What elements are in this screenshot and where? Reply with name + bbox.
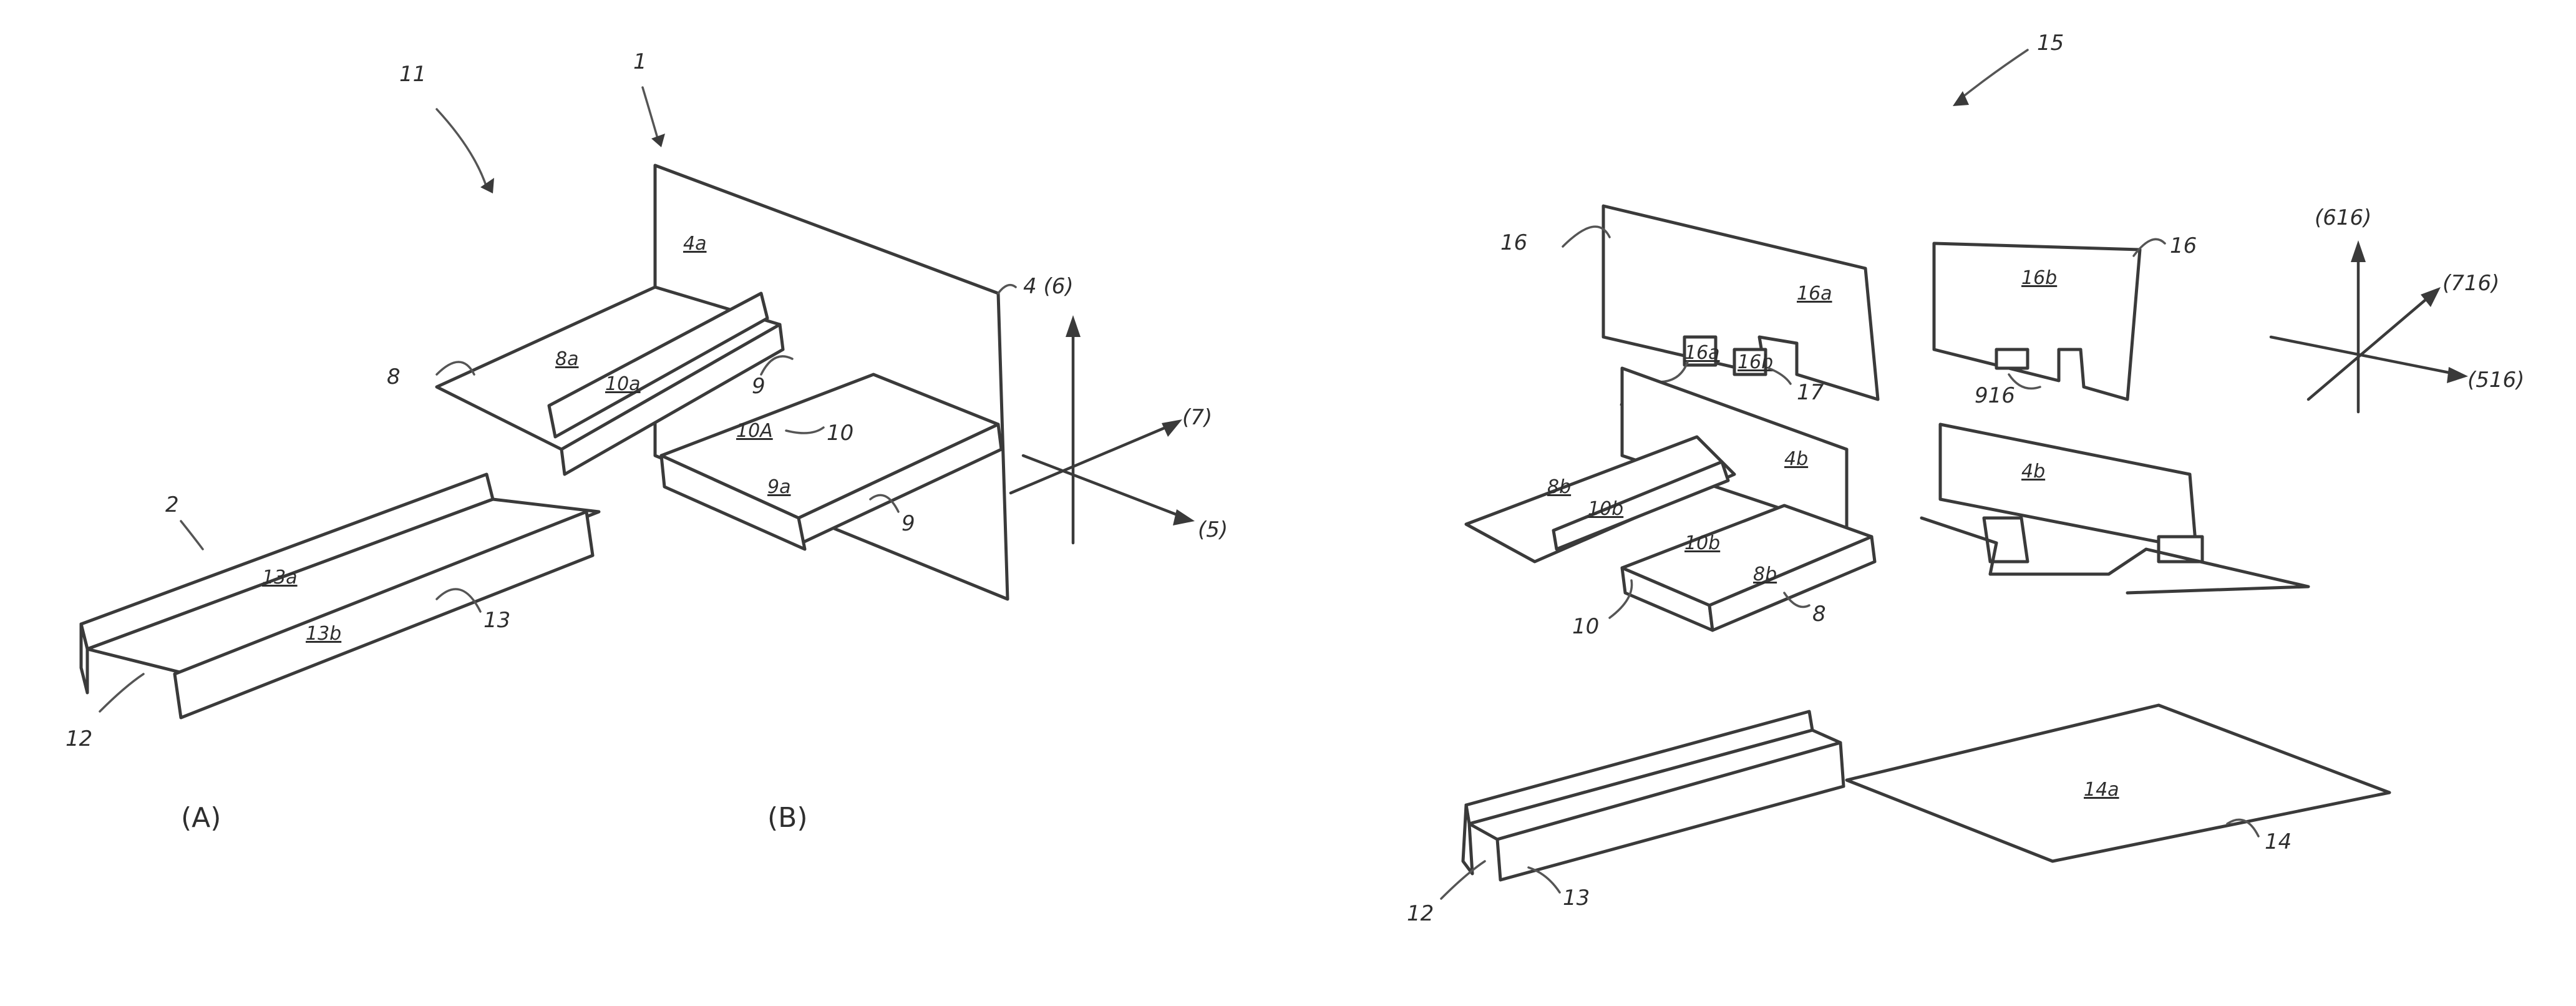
face-9a-label: 9a	[767, 476, 790, 498]
axis-right-line-right	[2271, 337, 2458, 374]
ref-12-leader	[100, 674, 143, 711]
ref-15-label: 15	[2037, 31, 2064, 56]
ref-10-right-label: 10	[1572, 614, 1599, 639]
ref-1-label: 1	[633, 49, 647, 74]
axis-diag-line-right	[2308, 293, 2433, 399]
face-8b-label: 8b	[1547, 476, 1571, 498]
caption-a: (A)	[181, 802, 221, 834]
ref-12-right-label: 12	[1407, 901, 1434, 926]
ref-17-leader	[1769, 368, 1791, 384]
axis-diag-label-right: (716)	[2442, 271, 2499, 296]
face-10a-top-label: 10a	[605, 373, 641, 395]
face-8a-label: 8a	[555, 348, 578, 370]
axis-diag-arrowhead	[1162, 419, 1182, 437]
tab-b-label: 16b	[1738, 351, 1773, 373]
ref-8-right-label: 8	[1812, 602, 1826, 627]
ref-12-right-leader	[1441, 861, 1485, 899]
face-10b-label: 10b	[1588, 498, 1623, 520]
caption-b: (B)	[767, 802, 808, 834]
face-8b-front-label: 8b	[1753, 564, 1777, 585]
ref-16-right-label: 16	[2170, 233, 2197, 258]
ref-11-label: 11	[399, 62, 426, 87]
face-4b-label: 4b	[1784, 448, 1808, 470]
panel-4b-right	[1940, 424, 2196, 549]
ref-17-label: 17	[1797, 380, 1824, 405]
axes-triad-right: (616) (716) (516)	[2271, 205, 2524, 412]
ref-2-leader	[181, 521, 203, 549]
axis-diag-label: (7)	[1182, 405, 1212, 430]
face-4b-right-label: 4b	[2021, 461, 2045, 482]
face-16a-label: 16a	[1797, 283, 1832, 305]
ref-16-left-label: 16	[1500, 230, 1527, 255]
ref-12-label: 12	[66, 726, 92, 751]
face-4a-label: 4a	[683, 233, 706, 255]
axes-triad-left: (7) (5)	[1011, 315, 1228, 543]
ref-14-label: 14	[2265, 829, 2292, 854]
ref-1-arrowhead	[651, 134, 665, 147]
axis-right-label-right: (516)	[2467, 368, 2524, 393]
axis-right-line	[1023, 456, 1185, 518]
axis-up-arrowhead-right	[2351, 240, 2366, 262]
face-16b-label: 16b	[2021, 267, 2057, 289]
ref-4-leader	[998, 285, 1016, 293]
tab-916	[1996, 349, 2028, 368]
ref-8-label: 8	[387, 364, 401, 389]
axis-right-arrowhead	[1173, 509, 1195, 525]
tab-a-label: 16a	[1684, 342, 1720, 364]
figure-right: 15 16a 16a 16b 16 916 17 16b 16 916 (616…	[1407, 31, 2524, 926]
ref-15-leader	[1959, 50, 2028, 100]
ref-1-leader	[643, 87, 658, 140]
ref-4-label: 4 (6)	[1023, 274, 1074, 299]
ref-916-right-label: 916	[1975, 383, 2015, 408]
ref-2-label: 2	[165, 492, 179, 517]
ref-11-leader	[437, 109, 487, 187]
face-13b-label: 13b	[306, 623, 341, 645]
axis-up-label-right: (616)	[2315, 205, 2371, 230]
axis-right-label: (5)	[1198, 517, 1228, 542]
face-13a-label: 13a	[262, 567, 298, 588]
ref-13-label: 13	[484, 608, 510, 633]
ref-13-right-label: 13	[1563, 886, 1590, 911]
axis-diag-arrowhead-right	[2421, 287, 2441, 307]
figure-left: 11 1 4a 4 (6) 8a 10a 8 10A 10 9 9a 9	[66, 49, 1228, 834]
ref-9-bottom-label: 9	[902, 511, 915, 536]
face-10a-label: 10A	[736, 420, 773, 442]
ref-9-label: 9	[752, 374, 766, 399]
face-10b-front-label: 10b	[1684, 532, 1720, 554]
face-14a-label: 14a	[2084, 779, 2119, 801]
ref-10-label: 10	[827, 421, 853, 446]
axis-up-arrowhead	[1066, 315, 1081, 337]
ref-11-arrowhead	[480, 178, 494, 193]
axis-right-arrowhead-right	[2447, 367, 2468, 383]
